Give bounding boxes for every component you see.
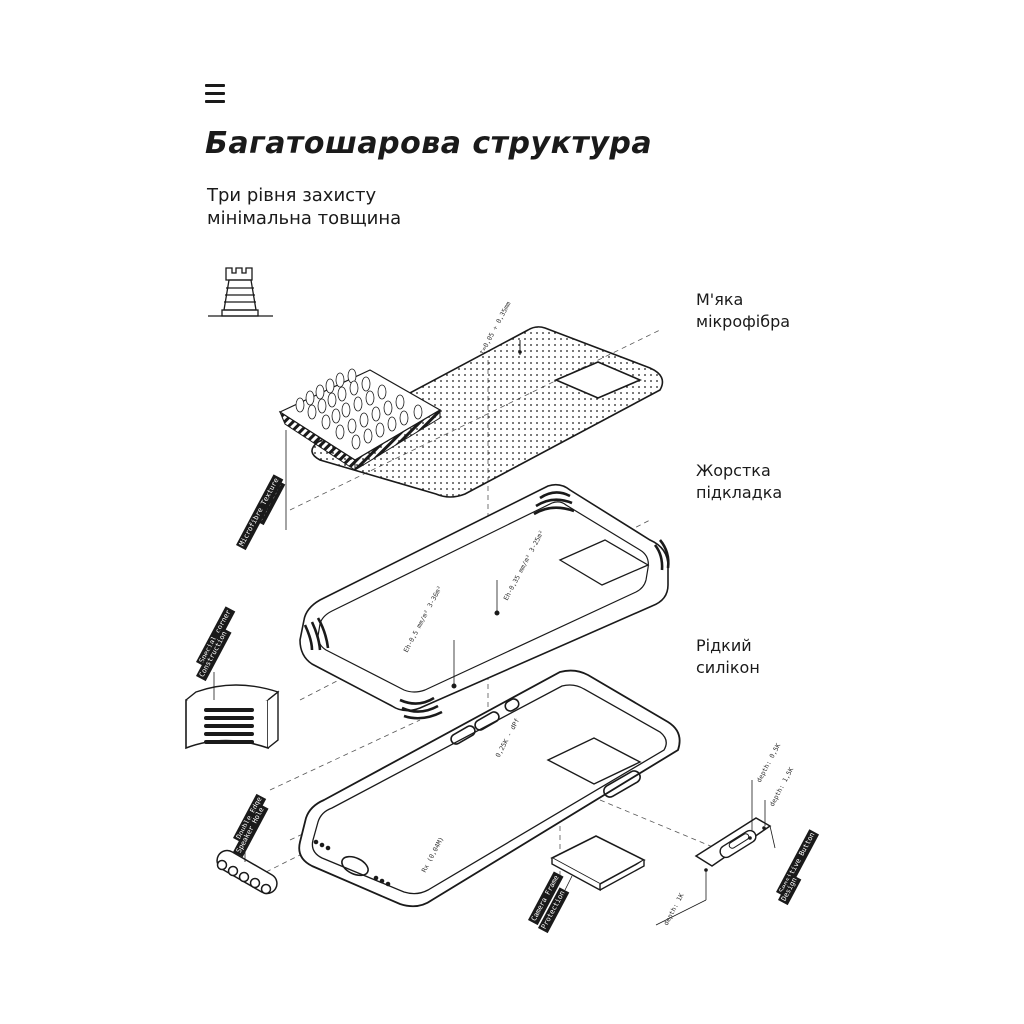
- layer-label-line: Рідкий: [696, 636, 752, 655]
- layer-label-line: силікон: [696, 658, 760, 677]
- button-detail: [655, 780, 776, 926]
- hard-shell-layer: [299, 483, 670, 720]
- layer-label-line: мікрофібра: [696, 312, 791, 331]
- layer-label-microfibre: М'яка мікрофібра: [696, 289, 790, 333]
- corner-detail: [185, 672, 280, 750]
- subtitle-line-1: Три рівня захисту: [207, 185, 377, 206]
- tower-icon: [208, 267, 273, 317]
- subtitle: Три рівня захисту мінімальна товщина: [207, 184, 401, 230]
- microfibre-layer: [278, 326, 664, 530]
- subtitle-line-2: мінімальна товщина: [207, 208, 402, 229]
- layer-label-silicone: Рідкий силікон: [696, 635, 760, 679]
- camera-frame-detail: [550, 835, 646, 892]
- layer-label-line: підкладка: [696, 483, 783, 502]
- page-title: Багатошарова структура: [205, 126, 653, 161]
- layer-label-hard-shell: Жорстка підкладка: [696, 460, 782, 504]
- layer-label-line: Жорстка: [696, 461, 771, 480]
- silicone-frame-layer: [298, 669, 681, 908]
- layer-label-line: М'яка: [696, 290, 744, 309]
- hamburger-menu-icon[interactable]: [205, 84, 225, 104]
- speaker-hole-detail: [216, 849, 278, 895]
